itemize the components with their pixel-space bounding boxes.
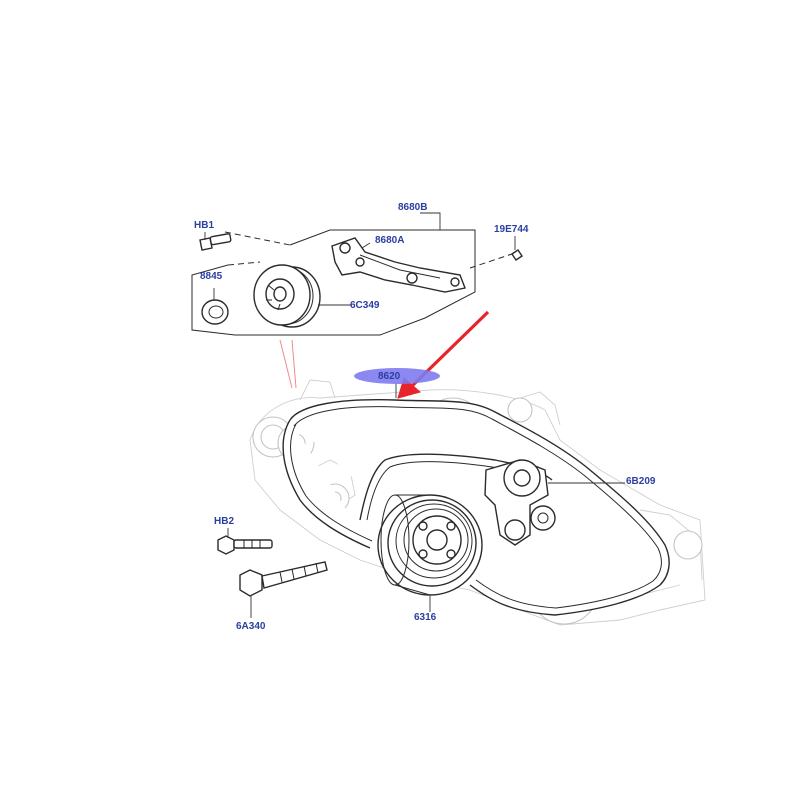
callout-6316: 6316 [414,612,437,623]
callout-19e744: 19E744 [494,224,529,235]
callout-8620: 8620 [378,371,401,382]
red-pointer-arrow [397,310,490,399]
callout-hb2: HB2 [214,516,235,527]
bolt-6a340 [239,561,328,597]
callout-8845: 8845 [200,271,223,282]
callout-6c349: 6C349 [350,300,380,311]
callout-hb1: HB1 [194,220,215,231]
inset-reference-lines [279,339,297,389]
callout-8680a: 8680A [375,235,405,246]
callout-6b209: 6B209 [626,476,656,487]
callout-8680b: 8680B [398,202,428,213]
part-8620-highlight [354,368,440,384]
idler-assembly-inset [191,229,523,336]
leader-lines [204,212,625,618]
callout-6a340: 6A340 [236,621,266,632]
bolt-hb2 [217,535,273,555]
crankshaft-pulley [377,494,483,596]
belt-tensioner [484,459,556,546]
serpentine-belt [282,398,670,616]
